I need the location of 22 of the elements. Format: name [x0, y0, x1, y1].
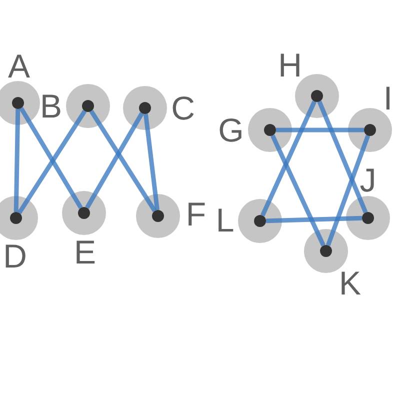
node-label: L — [216, 204, 234, 236]
edge-line — [270, 134, 326, 246]
node-label: I — [383, 82, 393, 114]
edge-line — [260, 100, 317, 216]
node-label: J — [360, 164, 376, 196]
edge-line — [317, 100, 368, 214]
node-label: K — [339, 266, 361, 300]
node-label: F — [186, 198, 206, 230]
node-label: E — [74, 236, 96, 268]
edge-line — [143, 114, 160, 210]
node-label: B — [40, 90, 62, 122]
node-label: G — [218, 114, 244, 146]
edge-line — [276, 128, 364, 132]
edge-line — [14, 108, 20, 212]
node-label: C — [171, 92, 195, 124]
edge-line — [266, 216, 362, 224]
node-label: A — [8, 50, 30, 82]
edge-line — [89, 110, 157, 212]
edge-line — [85, 112, 144, 209]
node-label: H — [278, 48, 302, 82]
node-label: D — [3, 240, 27, 272]
edge-line — [326, 134, 370, 246]
